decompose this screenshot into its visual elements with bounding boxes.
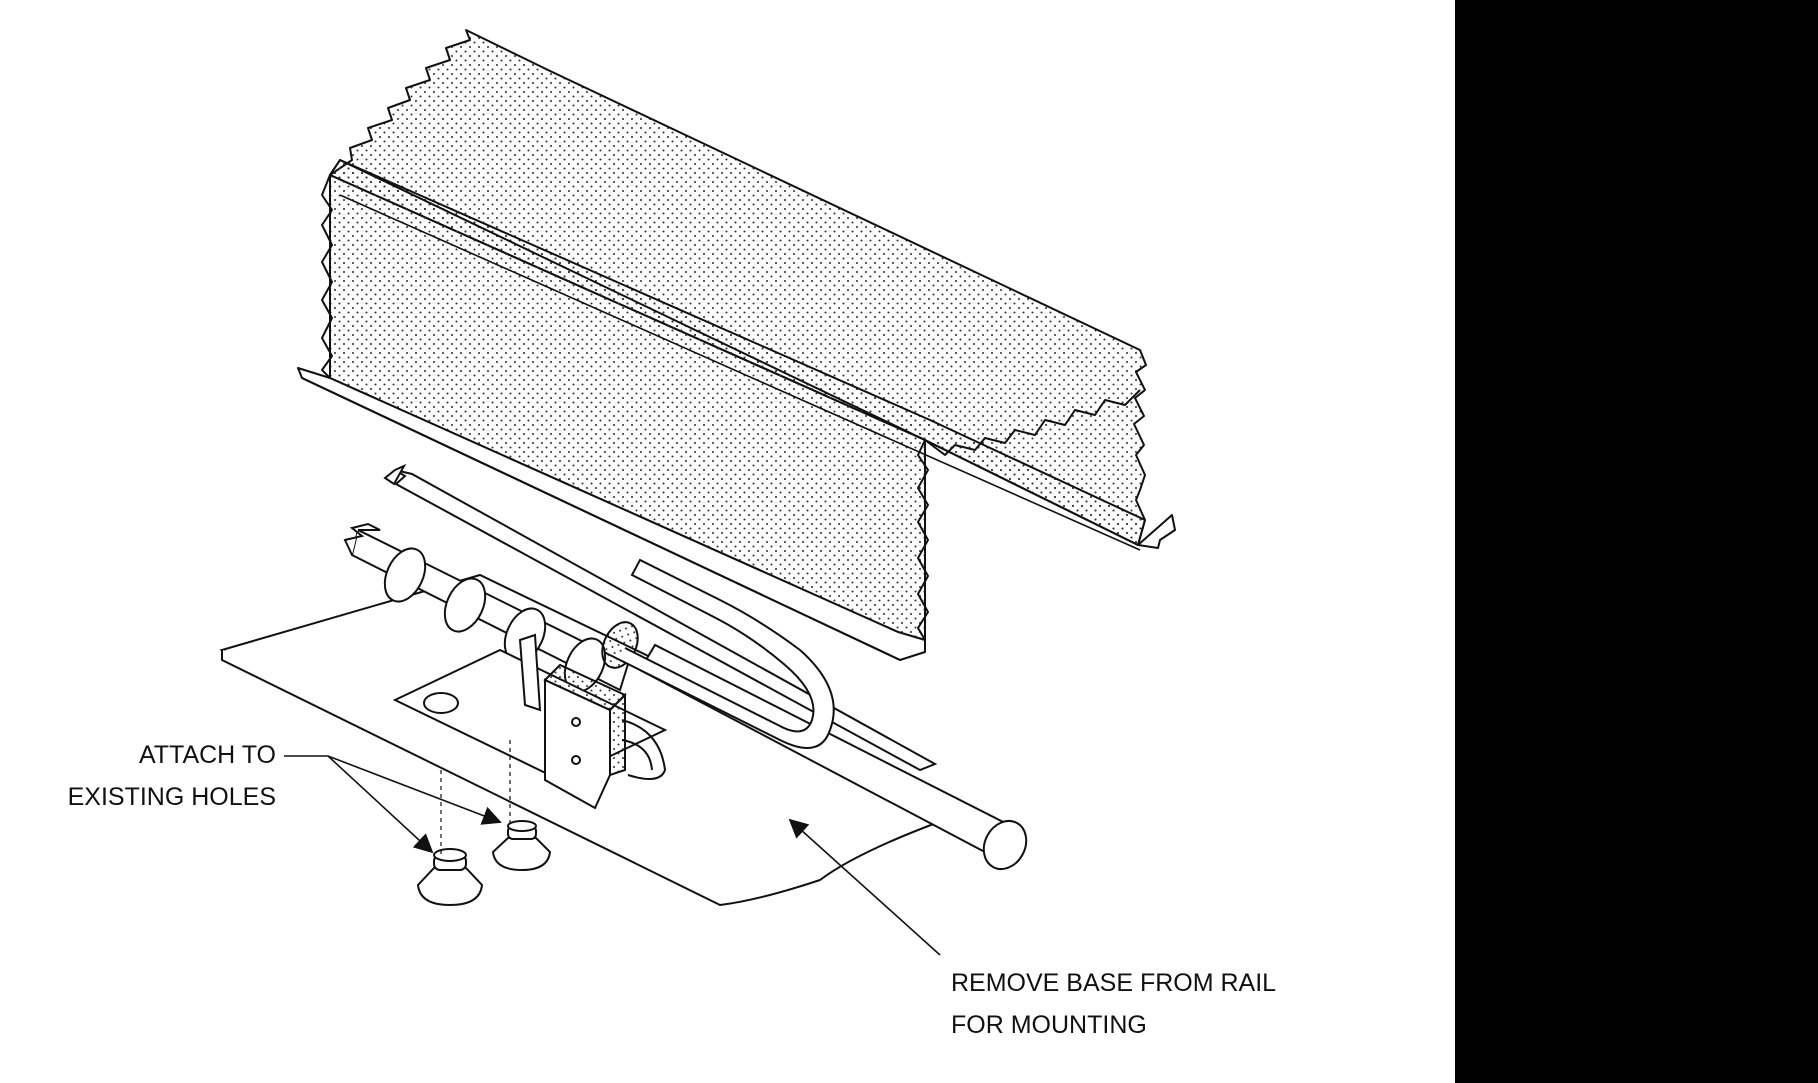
screw-2 (491, 820, 552, 872)
terminal-hole-2 (571, 755, 581, 765)
thermostat-tab (518, 633, 542, 712)
rail-tube-end (982, 820, 1028, 870)
remove-arrow (788, 818, 941, 956)
cover-ridge-line (339, 194, 1141, 551)
rail-tube (638, 643, 1028, 870)
callout-leaders (284, 755, 941, 956)
mounting-screws (416, 740, 552, 907)
element-tube-end (343, 522, 381, 556)
attach-callout-line-2: EXISTING HOLES (67, 783, 276, 811)
terminal-bracket (392, 633, 668, 810)
lead-wires (621, 719, 667, 780)
terminal-hole-1 (571, 717, 581, 727)
cover-right-edge (917, 439, 929, 641)
cover-bottom-flange (297, 367, 926, 661)
cover-end-flange (1137, 514, 1176, 549)
remove-callout-label: REMOVE BASE FROM RAIL FOR MOUNTING (951, 962, 1276, 1046)
black-side-panel (1455, 0, 1818, 1083)
remove-callout-line-1: REMOVE BASE FROM RAIL (951, 969, 1277, 997)
attach-callout-label: ATTACH TO EXISTING HOLES (68, 734, 276, 818)
cover-back-wall (329, 29, 1147, 546)
perforated-cover (297, 29, 1176, 661)
coil-1 (383, 547, 427, 603)
cover-left-edge (321, 174, 333, 379)
fin-strip (383, 463, 938, 772)
remove-callout-line-2: FOR MOUNTING (951, 1011, 1147, 1039)
attach-callout-line-1: ATTACH TO (138, 741, 276, 769)
attach-arrow-2 (327, 755, 502, 825)
mounting-hole (423, 692, 459, 714)
attach-arrow-1 (327, 755, 434, 854)
screw-1 (416, 848, 484, 907)
cover-tear-edge (924, 389, 1141, 456)
bracket-side-2 (609, 692, 626, 777)
u-bend (619, 558, 835, 749)
coil-2 (443, 577, 487, 633)
